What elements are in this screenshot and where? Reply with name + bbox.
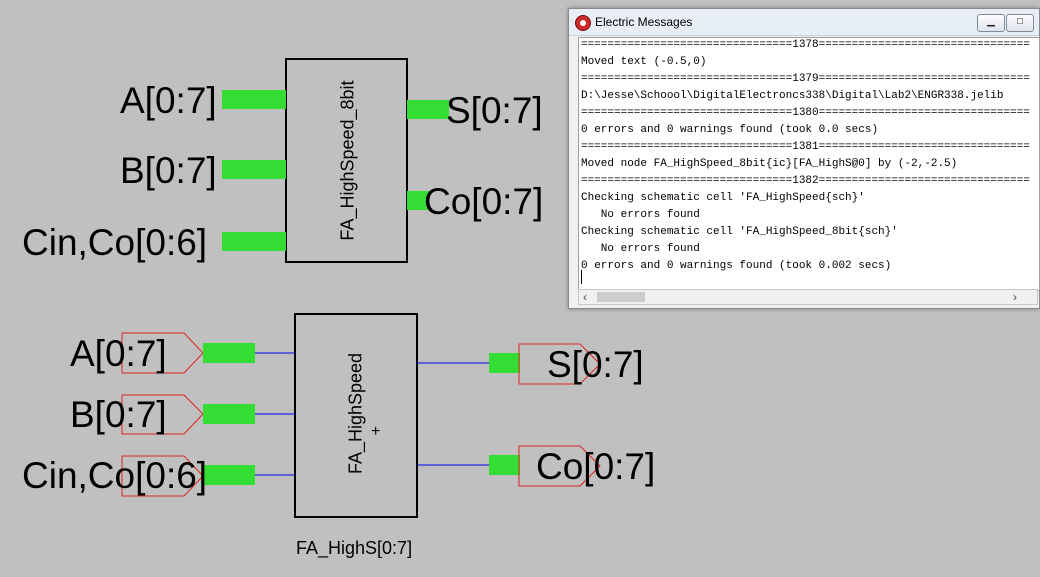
instance-label-co: Co[0:7] [536,446,656,487]
messages-titlebar[interactable]: Electric Messages ▁ □ [569,9,1039,36]
message-line: ================================1380====… [581,107,1030,119]
horizontal-scrollbar[interactable]: ‹ › [578,289,1038,305]
message-line: 0 errors and 0 warnings found (took 0.00… [581,260,892,272]
message-line: ================================1381====… [581,141,1030,153]
symbol-label-co: Co[0:7] [424,181,544,222]
message-line: ================================1378====… [581,39,1030,51]
instance-center-marker: + [371,423,381,440]
messages-window-title: Electric Messages [595,15,693,29]
text-caret [581,270,582,284]
message-line: 0 errors and 0 warnings found (took 0.0 … [581,124,879,136]
message-line: D:\Jesse\Schoool\DigitalElectroncs338\Di… [581,90,1004,102]
instance-stub-a[interactable] [203,343,255,363]
messages-window[interactable]: Electric Messages ▁ □ ==================… [568,8,1040,309]
chevron-left-icon[interactable]: ‹ [583,290,587,304]
message-line: Checking schematic cell 'FA_HighSpeed{sc… [581,192,865,204]
symbol-label-cin: Cin,Co[0:6] [22,222,208,263]
instance-node-name: FA_HighS[0:7] [296,538,413,558]
instance-box[interactable] [294,313,418,518]
symbol-label-b: B[0:7] [120,150,217,191]
export-a-shape[interactable] [121,332,204,374]
symbol-label-a: A[0:7] [120,80,217,121]
instance-label-s: S[0:7] [547,344,644,385]
chevron-right-icon[interactable]: › [1013,290,1017,304]
instance-stub-b[interactable] [203,404,255,424]
message-line: ================================1382====… [581,175,1030,187]
export-cin-shape[interactable] [121,455,204,497]
export-s-shape[interactable] [518,343,601,385]
instance-cell-name: FA_HighSpeed [345,352,366,475]
symbol-cell-name: FA_HighSpeed_8bit [337,80,358,241]
message-line: No errors found [581,243,700,255]
message-line: Moved text (-0.5,0) [581,56,707,68]
instance-label-cin: Cin,Co[0:6] [22,455,208,496]
maximize-button[interactable]: □ [1006,14,1034,32]
instance-label-a: A[0:7] [70,333,167,374]
symbol-pin-a[interactable] [222,90,286,109]
minimize-button[interactable]: ▁ [977,14,1005,32]
message-line: ================================1379====… [581,73,1030,85]
symbol-pin-s[interactable] [407,100,449,119]
instance-stub-cin[interactable] [203,465,255,485]
instance-stub-s[interactable] [489,353,520,373]
message-line: No errors found [581,209,700,221]
electric-app-icon [575,15,591,31]
message-line: Checking schematic cell 'FA_HighSpeed_8b… [581,226,898,238]
instance-label-b: B[0:7] [70,394,167,435]
export-co-shape[interactable] [518,445,601,487]
symbol-pin-cin[interactable] [222,232,286,251]
symbol-label-s: S[0:7] [446,90,543,131]
scrollbar-thumb[interactable] [597,292,645,302]
messages-text-area[interactable]: ================================1378====… [578,37,1040,291]
instance-stub-co[interactable] [489,455,520,475]
symbol-pin-b[interactable] [222,160,286,179]
export-b-shape[interactable] [121,394,204,435]
message-line: Moved node FA_HighSpeed_8bit{ic}[FA_High… [581,158,958,170]
symbol-pin-co[interactable] [407,191,429,210]
